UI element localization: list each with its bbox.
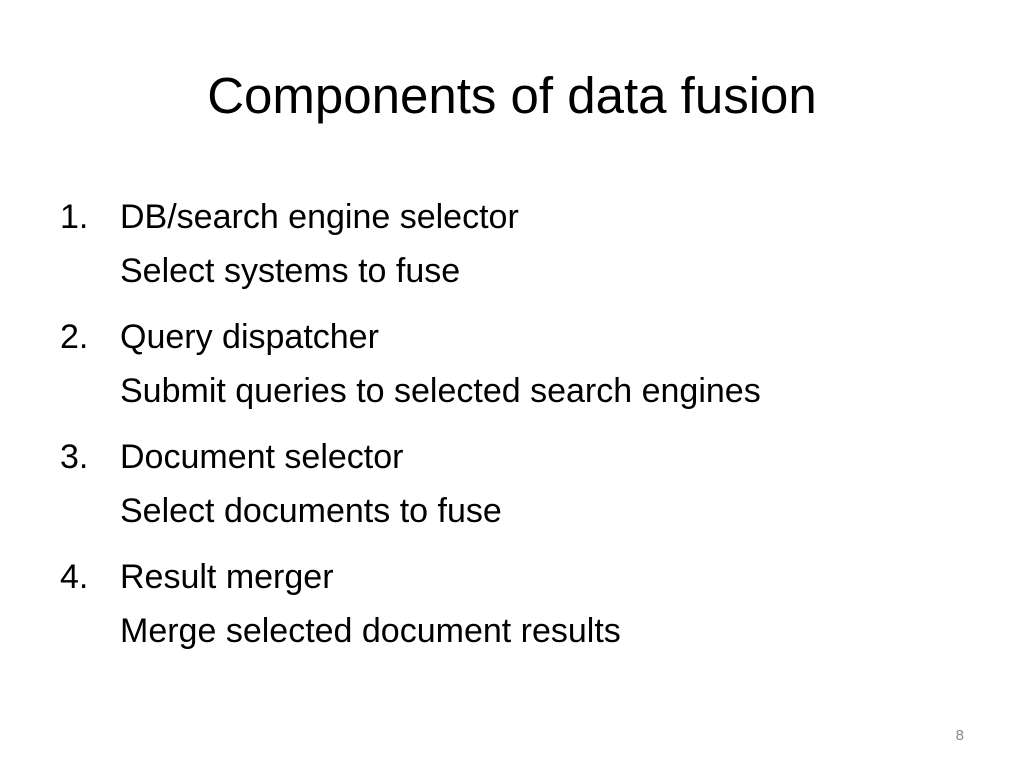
list-item: 1. DB/search engine selector Select syst…: [60, 190, 1000, 298]
item-heading: Query dispatcher: [120, 318, 379, 356]
item-number: 3.: [60, 438, 89, 476]
item-detail: Select systems to fuse: [120, 252, 461, 290]
component-list: 1. DB/search engine selector Select syst…: [60, 190, 1000, 670]
item-number: 2.: [60, 318, 89, 356]
item-heading: Document selector: [120, 438, 404, 476]
item-number: 4.: [60, 558, 89, 596]
slide-number: 8: [955, 727, 964, 744]
slide-title: Components of data fusion: [207, 67, 817, 124]
list-item: 2. Query dispatcher Submit queries to se…: [60, 310, 1000, 418]
item-heading: DB/search engine selector: [120, 198, 519, 236]
list-item: 4. Result merger Merge selected document…: [60, 550, 1000, 658]
item-number: 1.: [60, 198, 89, 236]
list-item: 3. Document selector Select documents to…: [60, 430, 1000, 538]
item-heading: Result merger: [120, 558, 334, 596]
item-detail: Submit queries to selected search engine…: [120, 372, 761, 410]
item-detail: Merge selected document results: [120, 612, 621, 650]
item-detail: Select documents to fuse: [120, 492, 502, 530]
